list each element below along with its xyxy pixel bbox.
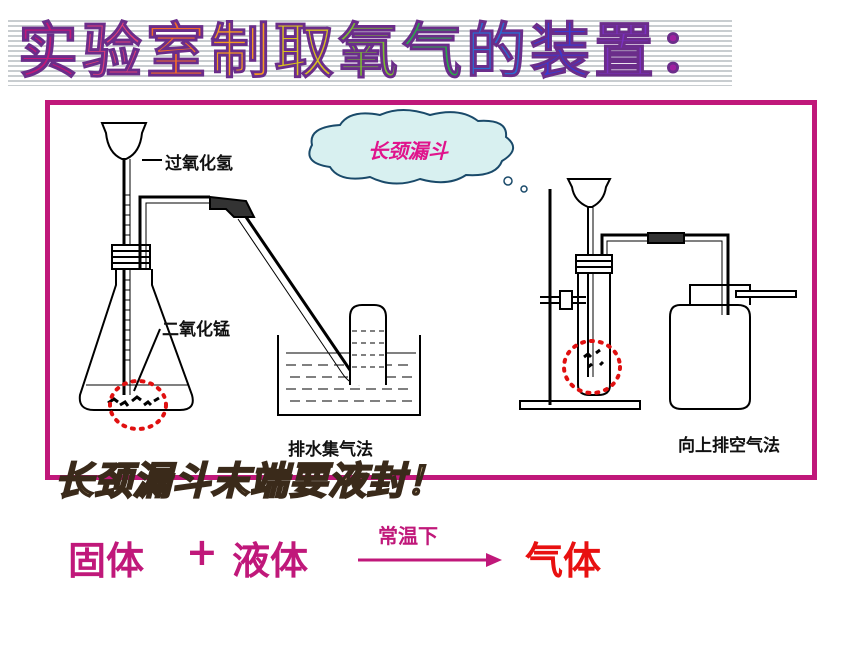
title-char: 取 (274, 17, 338, 87)
seal-highlight-right (562, 339, 622, 395)
title-char: 氧 (338, 17, 402, 87)
title-char: 装 (530, 17, 594, 87)
seal-highlight-left (108, 379, 168, 431)
title-text: 实验室制取氧气的装置： (18, 17, 722, 87)
title-char: 实 (18, 17, 82, 87)
title-char: 室 (146, 17, 210, 87)
cloud-callout (308, 109, 528, 193)
slide-title: 实验室制取氧气的装置： (8, 12, 732, 92)
caption-upward-air-displacement: 向上排空气法 (678, 436, 780, 456)
reactant-solid: 固体 (68, 539, 145, 583)
cloud-label-long-neck-funnel: 长颈漏斗 (368, 139, 448, 163)
reactant-liquid: 液体 (232, 539, 309, 583)
product-gas: 气体 (525, 539, 602, 583)
funnel-icon (100, 122, 148, 160)
caption-water-displacement: 排水集气法 (288, 440, 373, 460)
plus-sign: + (186, 530, 218, 574)
left-apparatus (78, 122, 421, 416)
title-stripe-background (8, 20, 732, 86)
title-char: 验 (82, 17, 146, 87)
apparatus-frame: 过氧化氢 二氧化锰 排水集气法 长颈漏斗 向上排空气法 (45, 100, 817, 480)
right-apparatus (519, 178, 797, 410)
label-manganese-dioxide: 二氧化锰 (162, 320, 230, 340)
liquid-seal-note: 长颈漏斗末端要液封！ (54, 458, 446, 504)
title-char: 置 (594, 17, 658, 87)
title-char: 气 (402, 17, 466, 87)
label-hydrogen-peroxide: 过氧化氢 (165, 154, 233, 174)
apparatus-drawing (78, 109, 797, 431)
funnel-icon (566, 178, 612, 208)
title-char: ： (658, 17, 722, 87)
reaction-condition: 常温下 (378, 524, 438, 548)
reaction-arrow-icon (358, 553, 502, 567)
title-char: 制 (210, 17, 274, 87)
title-char: 的 (466, 17, 530, 87)
